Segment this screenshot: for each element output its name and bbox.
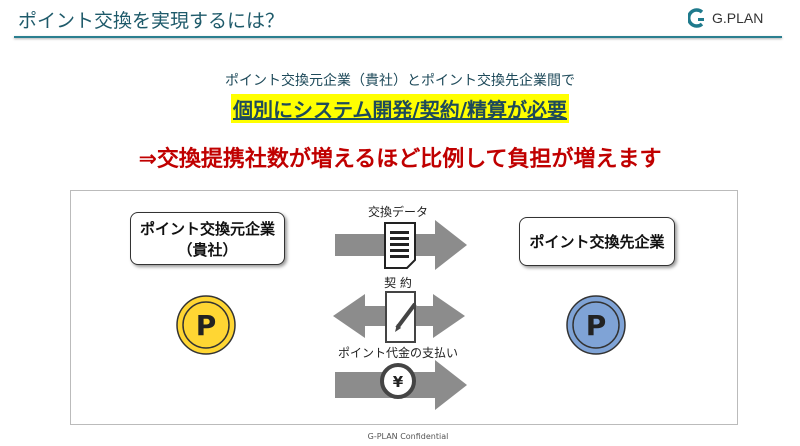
yen-coin-icon: ¥ — [380, 363, 416, 399]
svg-text:¥: ¥ — [393, 373, 404, 391]
source-company-sublabel: （貴社） — [177, 240, 238, 259]
source-company-box: ポイント交換元企業 （貴社） — [130, 212, 285, 265]
flow-label-payment: ポイント代金の支払い — [337, 346, 458, 360]
flow-label-data: 交換データ — [367, 205, 428, 219]
slide-title: ポイント交換を実現するには？ — [18, 10, 285, 32]
svg-text:P: P — [196, 309, 217, 342]
conclusion-text: ⇒交換提携社数が増えるほど比例して負担が増えます — [138, 147, 662, 172]
point-coin-blue-icon: P — [566, 295, 626, 355]
point-coin-yellow-icon: P — [176, 295, 236, 355]
svg-text:P: P — [586, 309, 607, 342]
diagram-frame — [70, 190, 738, 425]
target-company-label: ポイント交換先企業 — [529, 233, 665, 251]
title-divider — [14, 36, 782, 38]
gplan-logo-icon — [688, 8, 704, 28]
logo-text: G.PLAN — [712, 10, 764, 26]
contract-arrow-both — [333, 291, 465, 343]
source-company-label: ポイント交換元企業 — [139, 219, 275, 238]
intro-text: ポイント交換元企業（貴社）とポイント交換先企業間で — [225, 73, 575, 89]
contract-pen-icon — [385, 291, 417, 343]
document-icon — [384, 222, 416, 269]
data-arrow-right — [335, 220, 467, 270]
gplan-logo: G.PLAN — [688, 8, 763, 28]
flow-label-contract: 契 約 — [384, 276, 412, 290]
highlight-text: 個別にシステム開発/契約/精算が必要 — [230, 94, 569, 123]
target-company-box: ポイント交換先企業 — [519, 217, 675, 266]
footer-confidential: G-PLAN Confidential — [367, 432, 449, 441]
payment-arrow-right: ¥ — [335, 360, 467, 410]
